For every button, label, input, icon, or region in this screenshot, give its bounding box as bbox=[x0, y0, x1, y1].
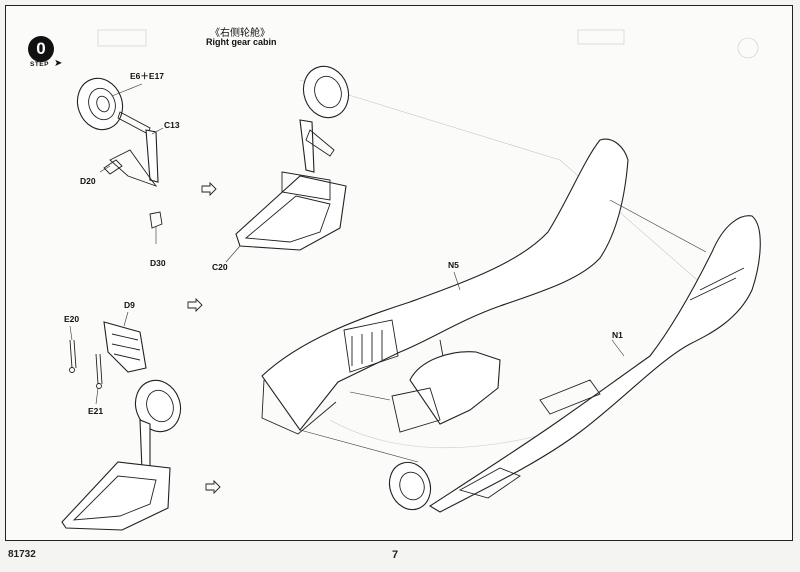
heading-chinese: 《右侧轮舱》 bbox=[210, 28, 270, 39]
part-label-d9: D9 bbox=[124, 300, 135, 310]
part-label-e20: E20 bbox=[64, 314, 80, 324]
step-arrow-icon: ➤ bbox=[54, 58, 63, 69]
part-label-c20: C20 bbox=[212, 262, 228, 272]
paper-show-through bbox=[97, 29, 759, 449]
part-label-e21: E21 bbox=[88, 406, 104, 416]
fuselage-right-half-n1 bbox=[428, 215, 761, 513]
gear-bay-bottom-left bbox=[61, 311, 182, 531]
kit-number: 81732 bbox=[8, 549, 36, 560]
part-label-e6-e17: E6＋E17 bbox=[130, 71, 165, 81]
fuselage-left-half-n5 bbox=[261, 138, 629, 435]
assembly-guide-lines bbox=[299, 199, 707, 463]
step-badge: 0 STEP ➤ bbox=[20, 36, 66, 72]
wheel-assembly-top-left bbox=[76, 77, 164, 244]
gear-bay-top-middle bbox=[225, 65, 350, 263]
part-label-n5: N5 bbox=[448, 260, 459, 270]
part-label-d30: D30 bbox=[150, 258, 166, 268]
heading-english: Right gear cabin bbox=[206, 37, 277, 47]
step-number: 0 bbox=[28, 36, 54, 62]
gear-bay-fuselage bbox=[388, 351, 501, 511]
part-label-d20: D20 bbox=[80, 176, 96, 186]
part-label-c13: C13 bbox=[164, 120, 180, 130]
page-number: 7 bbox=[392, 549, 399, 561]
direction-arrows bbox=[187, 181, 221, 495]
instruction-sheet-frame bbox=[5, 5, 793, 541]
part-label-n1: N1 bbox=[612, 330, 623, 340]
step-word: STEP bbox=[30, 61, 49, 68]
